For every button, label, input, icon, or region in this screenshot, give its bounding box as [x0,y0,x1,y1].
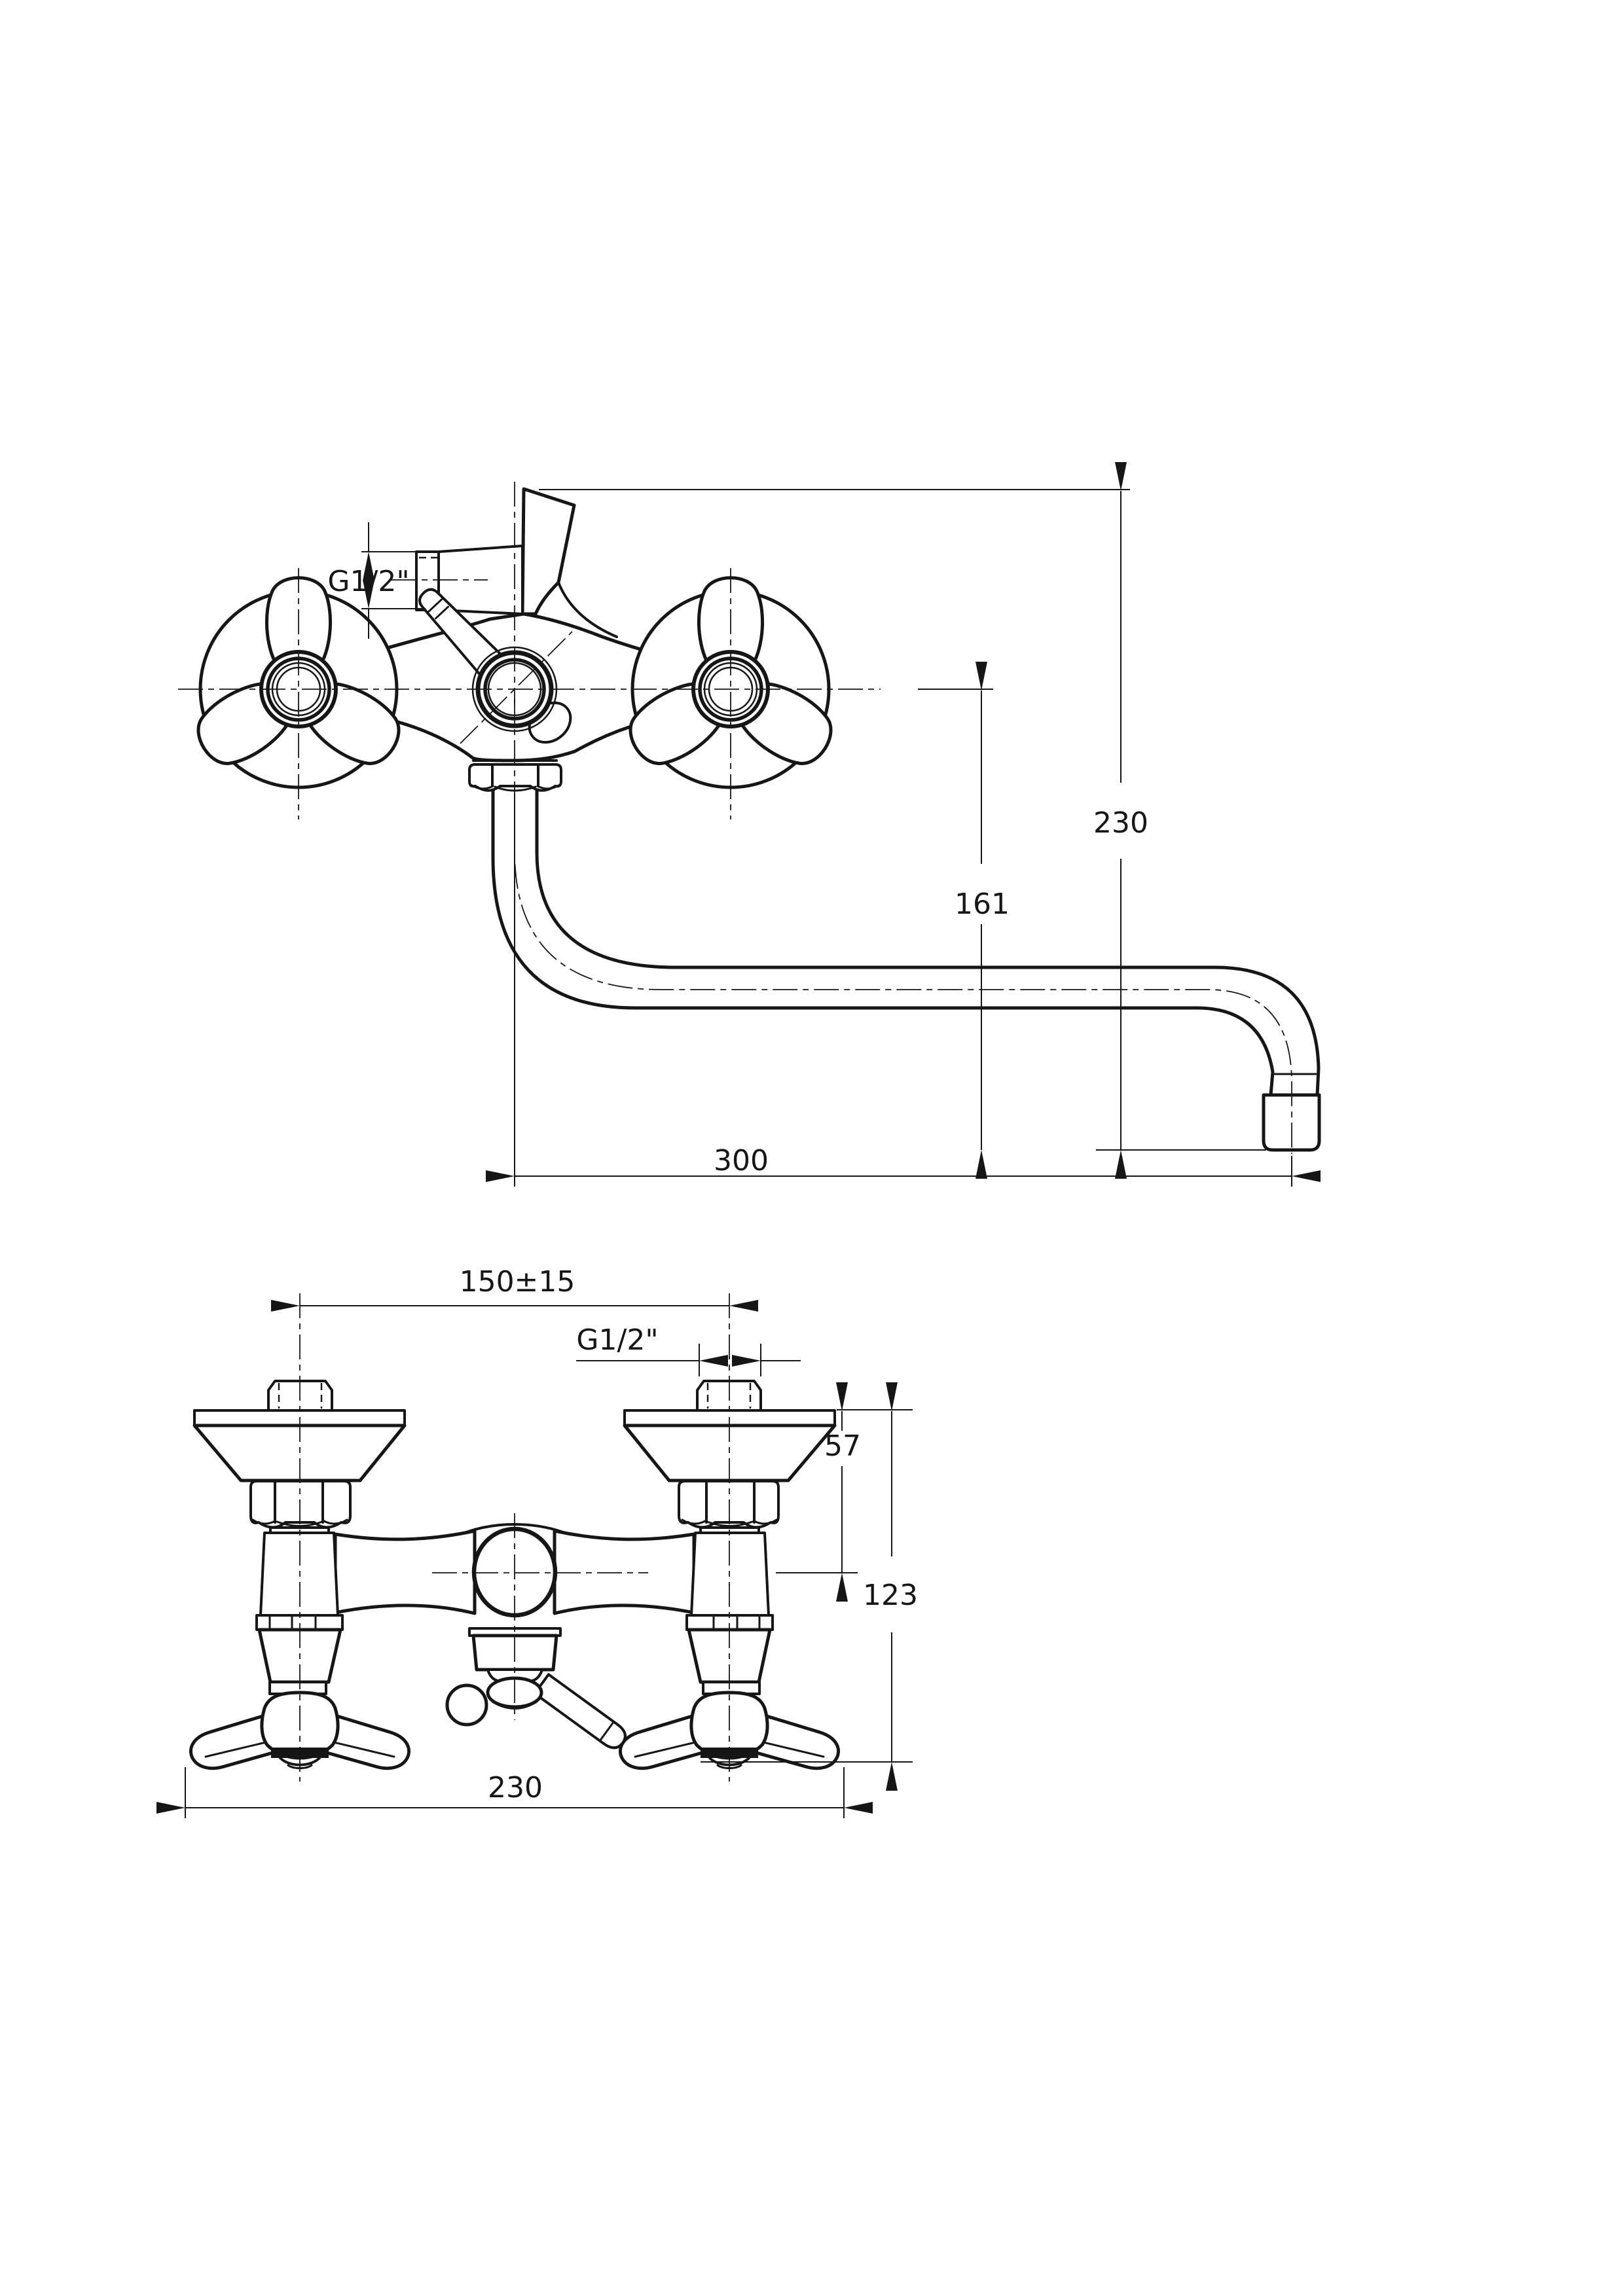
dim-label-thread: G1/2" [576,1323,658,1357]
dim-label-300: 300 [714,1144,769,1177]
coupling-nut-facets [491,763,539,787]
dim-label-123: 123 [863,1579,918,1612]
dim-front-thread: G1/2" [327,522,426,639]
dim-label-161: 161 [955,888,1010,921]
plan-view: 150±15 G1/2" 57 123 230 [156,1265,918,1818]
dim-label-230: 230 [488,1771,543,1804]
coupling-nut [468,763,562,792]
dim-front-height-total: 230 [539,462,1266,1179]
lever-plan-arm [533,1673,627,1749]
dim-label-230: 230 [1093,806,1148,840]
lever-plan-seam [598,1721,615,1742]
dim-label-150: 150±15 [460,1265,575,1299]
lever-cap-seams [427,598,450,620]
body-arm-right [553,1529,696,1615]
spout-tube [491,783,1321,1097]
dim-plan-thread: G1/2" [576,1323,801,1376]
centerline-valve-diagonal [460,631,573,744]
dim-front-height-outlet: 161 [918,662,1010,1179]
dim-label-thread: G1/2" [327,565,409,598]
dim-front-reach: 300 [486,793,1321,1187]
dim-label-57: 57 [824,1429,861,1463]
dim-ticks [699,1344,761,1376]
diverter-ball [445,1683,488,1727]
body-arm-left [333,1529,477,1615]
spout-knob-underarc [492,1700,538,1710]
front-view: G1/2" 230 161 300 [178,462,1321,1187]
dim-plan-depth-axis: 57 [776,1382,913,1602]
diverter-fillet [557,581,618,638]
lever-plan [533,1673,627,1749]
diverter-outlet [520,487,576,616]
dim-plan-spacing: 150±15 [271,1265,758,1312]
dim-plan-depth-total: 123 [701,1382,918,1791]
dim-plan-width: 230 [156,1767,873,1818]
spout-nozzle [1262,1093,1321,1152]
centerline-spout [514,699,1292,1154]
